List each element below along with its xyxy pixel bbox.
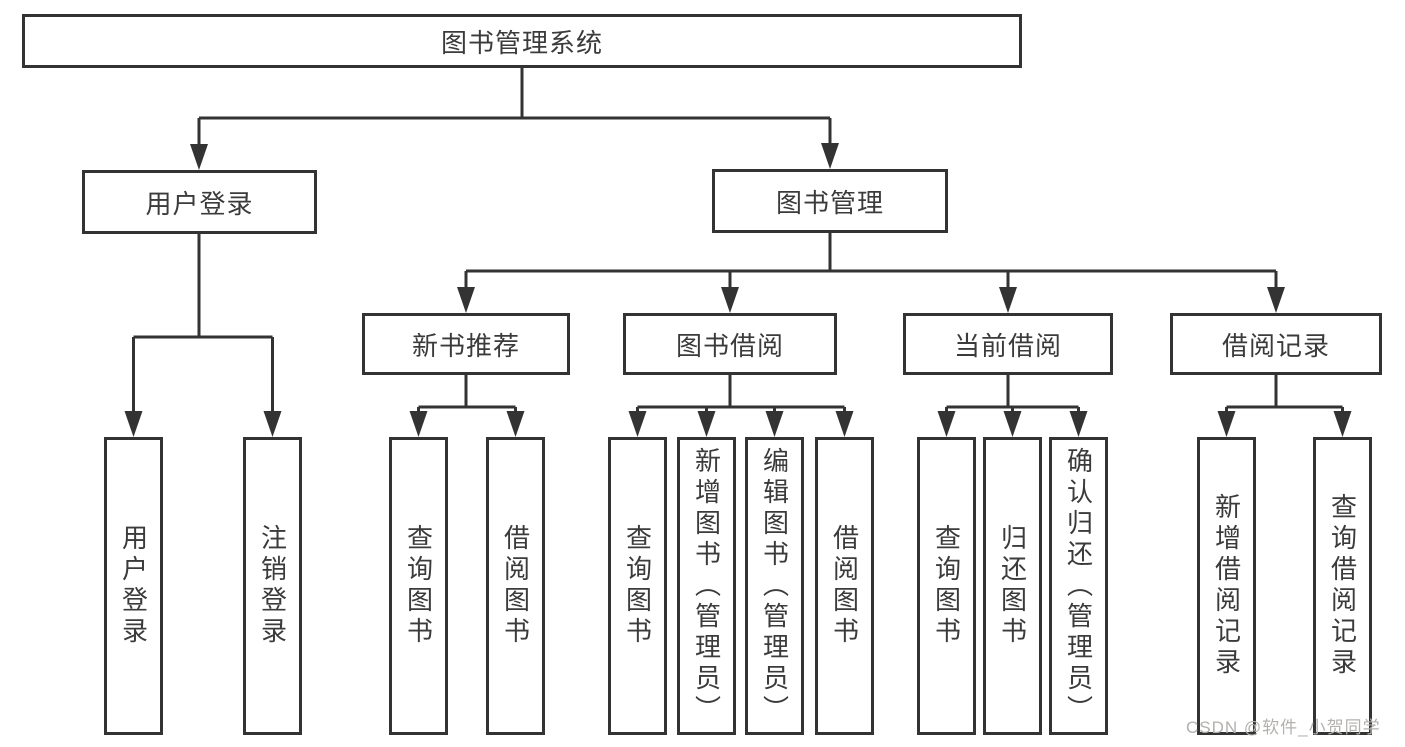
arrowhead-icon [765,411,784,437]
leaf-borrow-books-recommend: 借阅图书 [486,437,545,735]
leaf-label: 确认归还（管理员） [1063,446,1094,726]
leaf-label: 借阅图书 [500,524,531,648]
node-root-title: 图书管理系统 [22,14,1022,68]
leaf-add-books-admin: 新增图书（管理员） [677,437,736,735]
leaf-label: 新增借阅记录 [1211,493,1242,679]
leaf-query-borrow-record: 查询借阅记录 [1313,437,1372,735]
connector-bookborrow-to-children [636,375,846,418]
arrowhead-icon [190,144,208,170]
node-user-login: 用户登录 [82,170,317,234]
connector-currentborrow-to-children [945,375,1080,418]
leaf-query-books-current: 查询图书 [917,437,976,735]
leaf-label: 新增图书（管理员） [691,446,722,726]
leaf-label: 查询借阅记录 [1327,493,1358,679]
leaf-return-books: 归还图书 [983,437,1042,735]
leaf-add-borrow-record: 新增借阅记录 [1197,437,1256,735]
arrowhead-icon [1267,287,1285,313]
node-current-borrow: 当前借阅 [903,313,1113,375]
leaf-query-books-recommend: 查询图书 [389,437,448,735]
node-book-borrow: 图书借阅 [623,313,837,375]
leaf-edit-books-admin: 编辑图书（管理员） [745,437,804,735]
leaf-user-login: 用户登录 [104,437,163,735]
arrowhead-icon [1003,411,1022,437]
connector-bookmgmt-to-level3 [464,233,1278,292]
connector-newbook-to-children [417,375,517,418]
node-new-book-recommend: 新书推荐 [362,313,570,375]
arrowhead-icon [409,411,428,437]
arrowhead-icon [999,287,1017,313]
arrowhead-icon [628,411,647,437]
arrowhead-icon [124,411,143,437]
leaf-label: 归还图书 [997,524,1028,648]
arrowhead-icon [506,411,525,437]
leaf-borrow-books: 借阅图书 [815,437,874,735]
arrowhead-icon [263,411,282,437]
leaf-label: 借阅图书 [829,524,860,648]
arrowhead-icon [721,287,739,313]
arrowhead-icon [1333,411,1352,437]
arrowhead-icon [835,411,854,437]
arrowhead-icon [937,411,956,437]
connector-userlogin-to-children [132,234,274,418]
arrowhead-icon [1217,411,1236,437]
arrowhead-icon [697,411,716,437]
watermark: CSDN @软件_小贺同学 [1186,718,1381,737]
leaf-label: 查询图书 [403,524,434,648]
arrowhead-icon [1069,411,1088,437]
leaf-label: 用户登录 [118,524,149,648]
leaf-label: 查询图书 [622,524,653,648]
leaf-query-books-borrow: 查询图书 [608,437,667,735]
leaf-label: 注销登录 [257,524,288,648]
node-book-management: 图书管理 [712,169,948,233]
leaf-label: 编辑图书（管理员） [759,446,790,726]
leaf-logout-login: 注销登录 [243,437,302,735]
leaf-confirm-return-admin: 确认归还（管理员） [1049,437,1108,735]
arrowhead-icon [821,143,839,169]
arrowhead-icon [457,287,475,313]
leaf-label: 查询图书 [931,524,962,648]
connector-root-to-level2 [197,68,832,150]
connector-borrowrecord-to-children [1225,375,1344,418]
node-borrow-record: 借阅记录 [1170,313,1382,375]
